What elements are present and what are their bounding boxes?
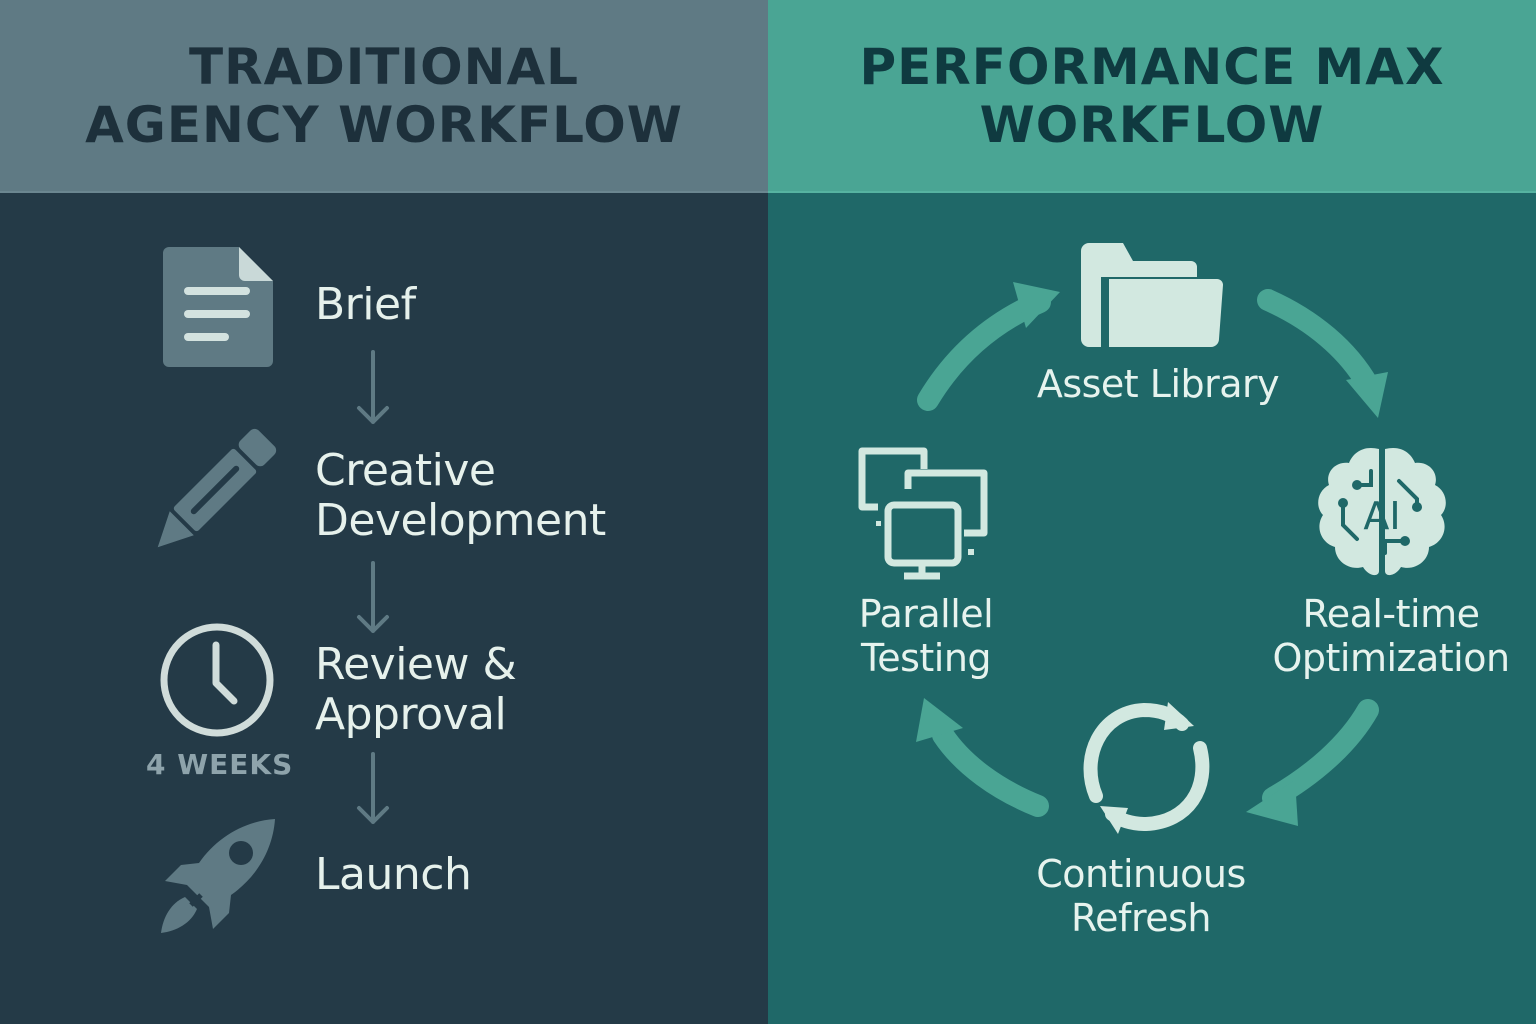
step-label: Approval (315, 689, 507, 740)
down-arrow-icon (356, 350, 390, 428)
cycle-label: Testing (860, 636, 992, 680)
monitors-icon (856, 445, 992, 581)
document-icon (163, 247, 275, 369)
traditional-title: TRADITIONAL AGENCY WORKFLOW (85, 38, 683, 154)
rocket-icon (155, 815, 280, 940)
down-arrow-icon (356, 561, 390, 637)
cycle-asset-library: Asset Library (1008, 362, 1308, 406)
step-label: Review & (315, 639, 517, 690)
pmax-title: PERFORMANCE MAX WORKFLOW (859, 38, 1444, 154)
cycle-arrows (768, 193, 1536, 1024)
cycle-label: Refresh (1070, 896, 1212, 940)
ai-brain-icon: AI (1313, 443, 1451, 581)
title-line-1: TRADITIONAL (188, 37, 580, 96)
folder-icon (1081, 243, 1226, 348)
step-review-approval: Review & Approval (315, 639, 517, 740)
cycle-label: Optimization (1272, 636, 1510, 680)
step-label: Brief (315, 279, 416, 330)
step-label: Launch (315, 849, 472, 900)
down-arrow-icon (356, 752, 390, 828)
refresh-icon (1070, 688, 1220, 838)
cycle-label: Continuous (1036, 852, 1246, 896)
cycle-continuous-refresh: Continuous Refresh (996, 852, 1286, 940)
clock-icon (158, 621, 276, 739)
traditional-workflow-panel: TRADITIONAL AGENCY WORKFLOW Brief (0, 0, 768, 940)
cycle-label: Asset Library (1036, 362, 1280, 406)
title-line-1: PERFORMANCE MAX (859, 37, 1445, 96)
cycle-parallel-testing: Parallel Testing (838, 592, 1014, 680)
svg-text:AI: AI (1363, 494, 1400, 538)
pencil-icon (150, 425, 280, 555)
step-label: Creative (315, 445, 496, 496)
step-creative-development: Creative Development (315, 446, 606, 546)
cycle-label: Real-time (1302, 592, 1480, 636)
step-brief: Brief (315, 280, 416, 330)
title-line-2: AGENCY WORKFLOW (85, 95, 683, 154)
pmax-header: PERFORMANCE MAX WORKFLOW (768, 0, 1536, 193)
step-launch: Launch (315, 849, 472, 900)
cycle-realtime-optimization: Real-time Optimization (1248, 592, 1534, 680)
step-label: Development (315, 495, 606, 546)
pmax-workflow-panel: PERFORMANCE MAX WORKFLOW (768, 0, 1536, 1024)
title-line-2: WORKFLOW (979, 95, 1325, 154)
traditional-header: TRADITIONAL AGENCY WORKFLOW (0, 0, 768, 193)
cycle-label: Parallel (858, 592, 994, 636)
duration-label: 4 WEEKS (146, 748, 294, 781)
